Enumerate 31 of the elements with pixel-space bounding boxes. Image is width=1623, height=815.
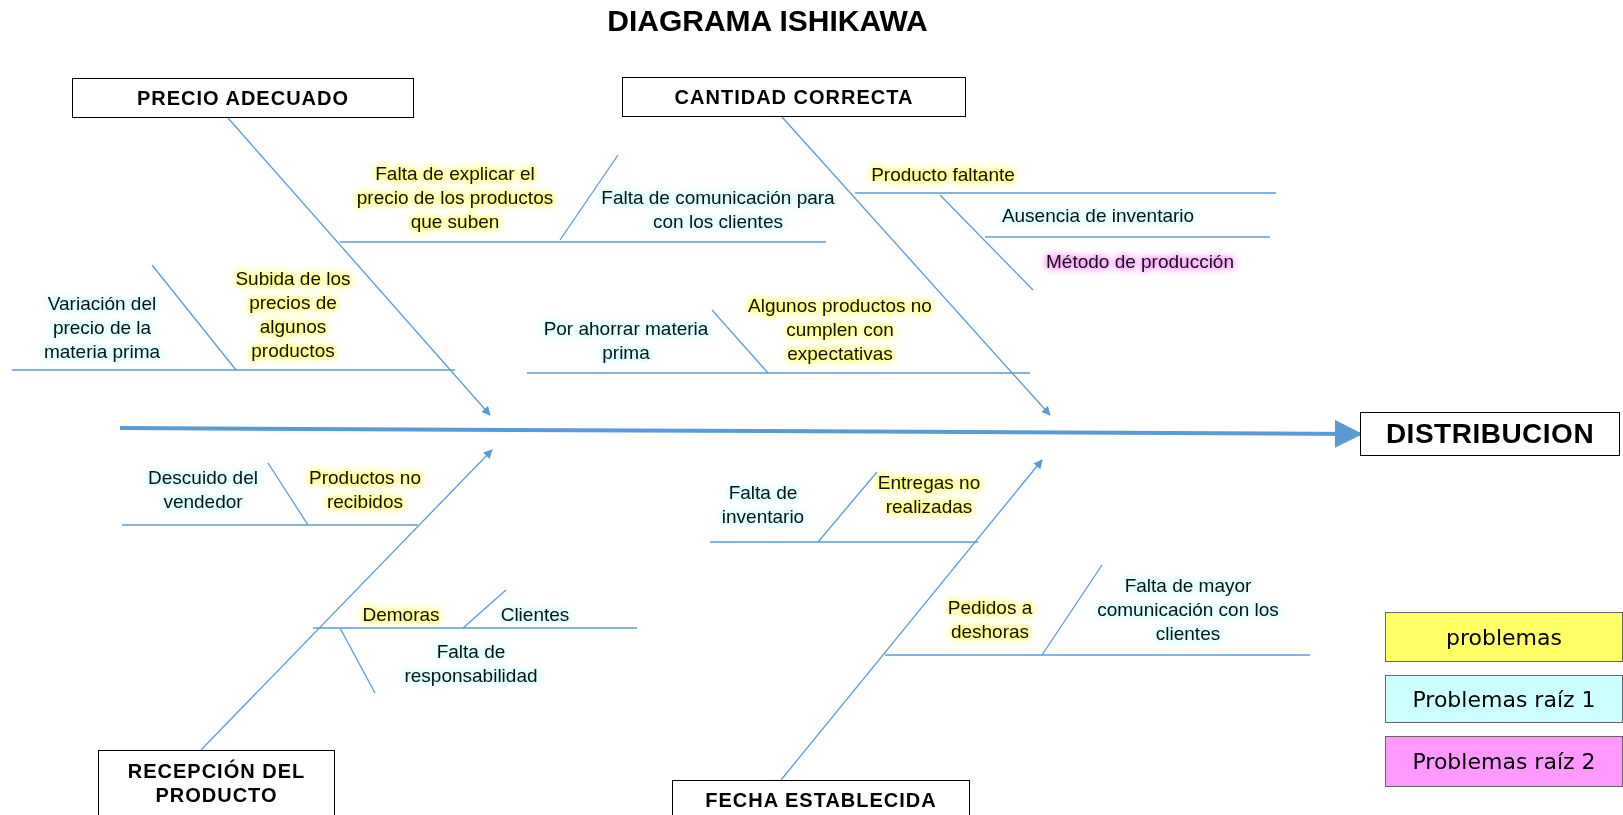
cause-text: Variación del precio de la materia prima (42, 292, 162, 364)
bone-arrow (781, 116, 1051, 416)
diagram-title: DIAGRAMA ISHIKAWA (606, 4, 929, 38)
effect-box: DISTRIBUCION (1360, 412, 1620, 456)
cause-text: Demoras (361, 603, 441, 627)
category-box: RECEPCIÓN DEL PRODUCTO (98, 750, 335, 815)
legend-item: Problemas raíz 1 (1385, 675, 1623, 723)
legend-item: Problemas raíz 2 (1385, 736, 1623, 787)
cause-text: Algunos productos no cumplen con expectativas (747, 294, 933, 366)
cause-text: Clientes (499, 603, 571, 627)
cause-text: Producto faltante (870, 163, 1016, 187)
cause-text: Falta de mayor comunicación con los clientes (1096, 574, 1280, 646)
bone-arrow (200, 449, 493, 751)
category-box: CANTIDAD CORRECTA (622, 77, 966, 117)
cause-text: Ausencia de inventario (1000, 204, 1196, 228)
cause-text: Falta de explicar el precio de los productos que suben (355, 162, 555, 234)
cause-text: Pedidos a deshoras (946, 596, 1034, 644)
legend-item: problemas (1385, 612, 1623, 662)
cause-text: Método de producción (1045, 250, 1235, 274)
cause-text: Subida de los precios de algunos productos (234, 267, 352, 363)
cause-text: Falta de inventario (720, 481, 806, 529)
category-box: PRECIO ADECUADO (72, 78, 414, 118)
bone-arrow (780, 459, 1043, 781)
category-box: FECHA ESTABLECIDA (672, 780, 970, 815)
bone-arrow (227, 117, 491, 416)
cause-text: Productos no recibidos (308, 466, 422, 514)
cause-text: Falta de comunicación para con los clientes (600, 186, 836, 234)
cause-text: Entregas no realizadas (876, 471, 982, 519)
cause-text: Falta de responsabilidad (403, 640, 539, 688)
cause-text: Descuido del vendedor (147, 466, 259, 514)
cause-text: Por ahorrar materia prima (542, 317, 710, 365)
